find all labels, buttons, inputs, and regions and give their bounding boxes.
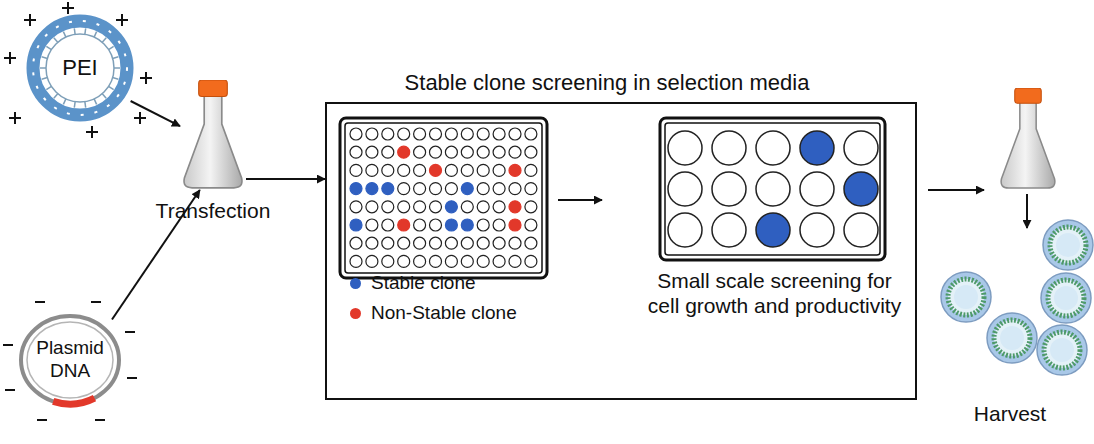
arrow-connector (131, 101, 180, 126)
well-plate-15 (660, 118, 885, 260)
harvest-arrow (1026, 194, 1028, 228)
legend-text: Stable clone (371, 272, 476, 295)
plus-signs (4, 2, 152, 138)
plate-arrow (558, 199, 602, 201)
pei-liposome (33, 21, 127, 115)
flask-arrow (928, 189, 984, 191)
node-text: Plasmid DNA (32, 337, 108, 383)
diagram-node: Transfection (180, 80, 246, 190)
legend-swatch (350, 278, 361, 289)
node-text: Stable clone screening in selection medi… (313, 70, 901, 96)
legend-item: Stable clone (350, 272, 476, 295)
plasmid-ring (21, 316, 119, 404)
node-text: Small scale screening for cell growth an… (642, 268, 907, 318)
node-text: Transfection (140, 198, 286, 223)
diagram-node: Harvest (930, 225, 1090, 430)
diagram-node: Plasmid DNA (20, 314, 120, 406)
diagram-node: Stable clone screening in selection medi… (325, 102, 917, 400)
arrow-connector (246, 178, 325, 180)
diagram-node: Small scale screening for cell growth an… (642, 118, 907, 338)
flask (1001, 88, 1055, 188)
node-text: Harvest (930, 401, 1090, 426)
harvested-cells (941, 220, 1093, 375)
legend-text: Non-Stable clone (371, 302, 517, 325)
legend-item: Non-Stable clone (350, 302, 517, 325)
legend-swatch (350, 308, 361, 319)
node-text: PEI (35, 55, 125, 81)
diagram-node: PEI (25, 13, 135, 123)
minus-signs (3, 302, 137, 420)
well-plate-96 (340, 118, 547, 278)
flask (184, 80, 242, 188)
